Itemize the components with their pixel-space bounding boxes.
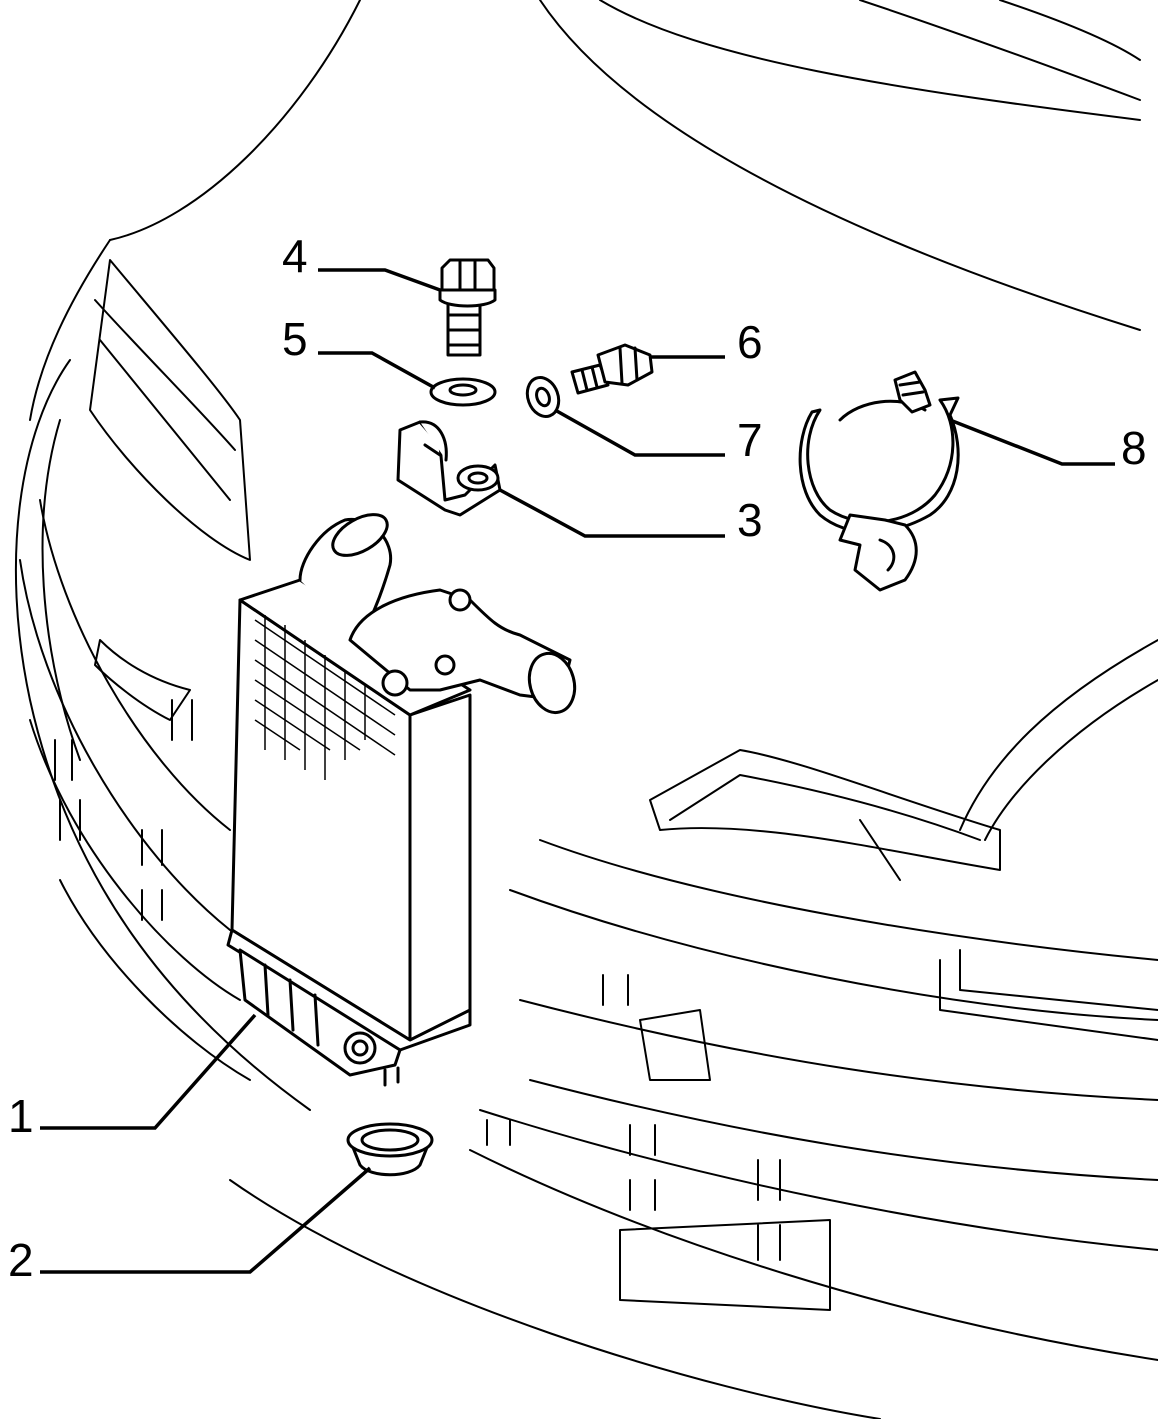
callout-1: 1 [8, 1090, 34, 1142]
leader-2 [40, 1166, 372, 1274]
callout-8: 8 [1121, 422, 1147, 474]
leader-5 [318, 351, 436, 390]
rubber-grommet [346, 1122, 434, 1177]
callout-2: 2 [8, 1234, 34, 1286]
callout-3: 3 [737, 494, 763, 546]
callout-7: 7 [737, 414, 763, 466]
leader-7 [554, 408, 725, 457]
small-screw [570, 343, 654, 395]
leader-3 [499, 488, 725, 538]
vehicle-body-outline [14, 0, 1158, 1419]
leader-4 [318, 268, 441, 292]
flat-washer [429, 377, 497, 407]
callout-5: 5 [282, 313, 308, 365]
mounting-bracket [396, 420, 502, 517]
callout-4: 4 [282, 230, 308, 282]
intercooler [226, 513, 577, 1087]
leader-lines [40, 268, 1115, 1274]
small-washer [525, 376, 561, 418]
leader-8 [949, 418, 1115, 466]
hex-bolt [438, 258, 497, 357]
callout-6: 6 [737, 316, 763, 368]
callout-labels: 1 2 3 4 5 6 7 8 [8, 230, 1147, 1286]
hose-clamp [798, 370, 960, 592]
leader-1 [40, 1013, 257, 1130]
intercooler-fin-hatching [254, 615, 396, 780]
